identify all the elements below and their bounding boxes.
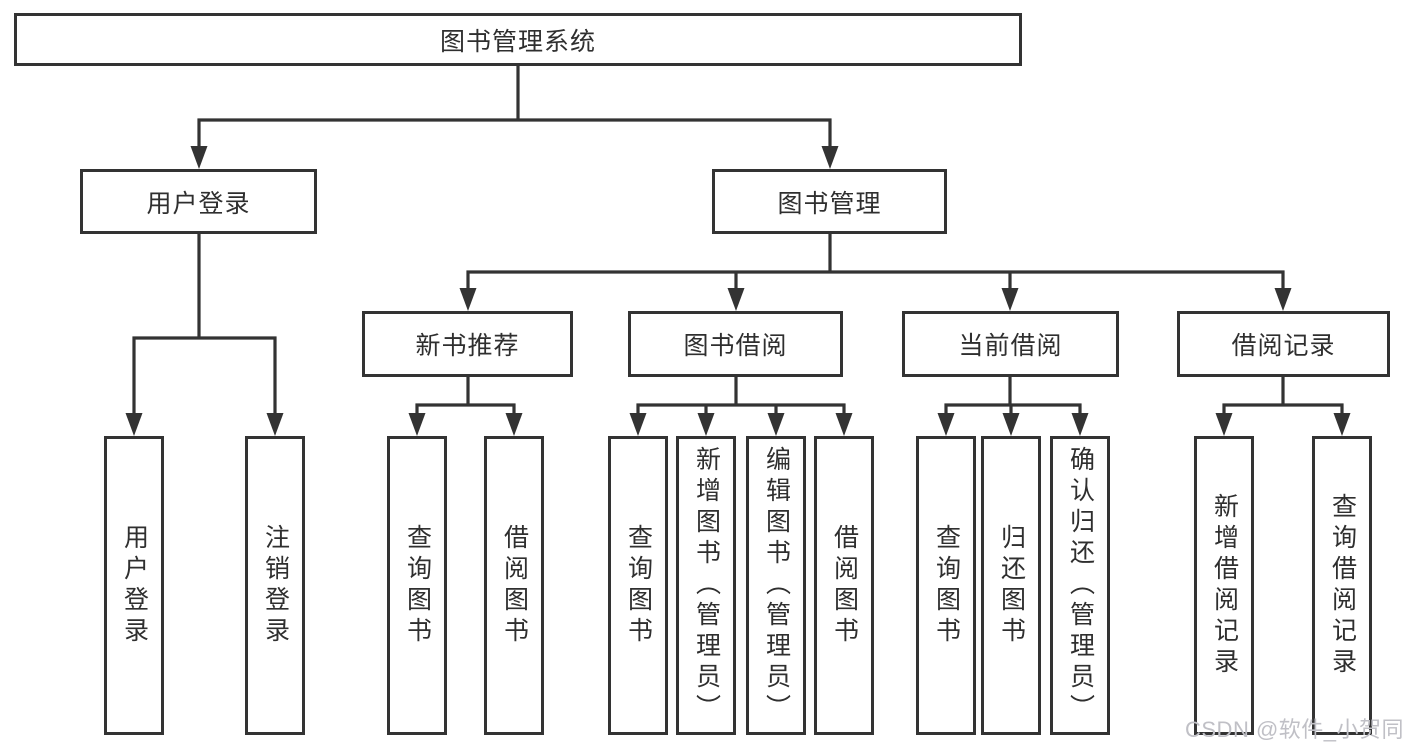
node-leaf-edit-book-admin: 编辑图书（管理员） — [746, 436, 806, 735]
node-leaf-current-query-book: 查询图书 — [916, 436, 976, 735]
node-book-borrow: 图书借阅 — [628, 311, 843, 377]
connector-user-login-children — [125, 234, 284, 436]
node-leaf-recommend-borrow-book: 借阅图书 — [484, 436, 544, 735]
node-leaf-add-borrow-record: 新增借阅记录 — [1194, 436, 1254, 735]
node-current-borrow: 当前借阅 — [902, 311, 1119, 377]
node-borrow-records: 借阅记录 — [1177, 311, 1390, 377]
connector-borrow-records-children — [1215, 377, 1351, 436]
connector-new-book-recommend-children — [408, 377, 523, 436]
node-leaf-query-borrow-record: 查询借阅记录 — [1312, 436, 1372, 735]
watermark: CSDN @软件_小贺同学 — [1185, 712, 1405, 744]
node-leaf-borrow-borrow-book: 借阅图书 — [814, 436, 874, 735]
connector-book-borrow-children — [629, 377, 853, 436]
watermark-gray-text: CSDN @软件_小贺同 — [1185, 717, 1405, 742]
node-leaf-borrow-query-book: 查询图书 — [608, 436, 668, 735]
connector-book-management-children — [459, 234, 1292, 311]
node-root: 图书管理系统 — [14, 13, 1022, 66]
node-new-book-recommend: 新书推荐 — [362, 311, 573, 377]
node-user-login: 用户登录 — [80, 169, 317, 234]
node-leaf-confirm-return-admin: 确认归还（管理员） — [1050, 436, 1110, 735]
node-leaf-add-book-admin: 新增图书（管理员） — [676, 436, 736, 735]
node-leaf-user-login: 用户登录 — [104, 436, 164, 735]
node-leaf-recommend-query-book: 查询图书 — [387, 436, 447, 735]
connector-root-to-level2 — [190, 66, 839, 169]
connector-current-borrow-children — [937, 377, 1089, 436]
node-leaf-return-book: 归还图书 — [981, 436, 1041, 735]
node-leaf-logout: 注销登录 — [245, 436, 305, 735]
node-book-management: 图书管理 — [712, 169, 947, 234]
